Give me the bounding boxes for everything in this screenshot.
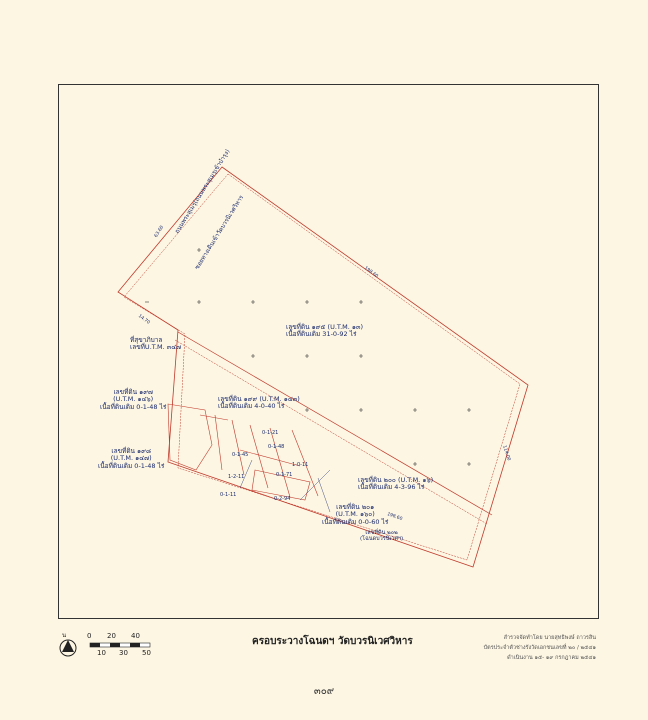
plot-area: (U.T.M. ๑๔๖) [113, 395, 154, 404]
small-plot-label: 0-2-94 [274, 496, 291, 502]
internal-boundary-line [177, 331, 493, 516]
plot-extra: เนื้อที่ดินเดิม 0-0-60 ไร่ [322, 517, 389, 526]
north-arrow-icon [59, 639, 77, 657]
plot-extra: เนื้อที่ดินเดิม 0-1-48 ไร่ [98, 461, 165, 470]
scale-tick: 0 [87, 632, 92, 640]
credit-line: บัตรประจำตัวช่างรังวัดเอกชนเลขที่ ๒๐ / ๒… [483, 644, 596, 651]
plot-extra: เนื้อที่ดินเดิม 0-1-48 ไร่ [100, 402, 167, 411]
plot-title: ที่สุขาภิบาล [130, 336, 163, 344]
scale-tick: 50 [142, 649, 151, 657]
plot-label-p2: เลขที่ดิน ๑๙๗ (U.T.M. ๑๔๖) เนื้อที่ดินเด… [100, 388, 167, 411]
leader-lines [239, 459, 331, 513]
scale-tick: 30 [119, 649, 128, 657]
inner-parcel-outline [123, 173, 521, 561]
small-plot-label: 0-1-11 [220, 492, 237, 498]
plot-label-p5: เลขที่ดิน ๒๐๐ (U.T.M. ๑๖) เนื้อที่ดินเดิ… [358, 476, 434, 492]
internal-boundary-line-2 [174, 339, 488, 525]
scale-tick: 40 [131, 632, 140, 640]
plot-label-p3: เลขที่ดิน ๑๙๘ (U.T.M. ๑๔๗) เนื้อที่ดินเด… [98, 447, 165, 470]
plot-area: เนื้อที่ดินเดิม 4-0-40 ไร่ [218, 402, 285, 411]
plot-area: เลขที่U.T.M. ๓๔๗ [130, 343, 182, 352]
plot-title: เลขที่ดิน ๒๐๒ [365, 530, 398, 536]
small-plot-label: 0-1-21 [262, 430, 279, 436]
sub-parcel-lines [167, 403, 319, 501]
small-plot-label: 1-0-11 [292, 462, 309, 468]
plot-label-main: เลขที่ดิน ๑๙๕ (U.T.M. ๑๓) เนื้อที่ดินเดิ… [286, 323, 364, 339]
page-number: ๓๐๙ [313, 686, 335, 697]
survey-credit: สำรวจจัดทำโดย นายสุทธิพงษ์ ถาวรสิน บัตรป… [484, 634, 596, 664]
grid-crosses [145, 248, 471, 466]
plot-label-p6: เลขที่ดิน ๒๐๑ (U.T.M. ๑๖๐) เนื้อที่ดินเด… [322, 503, 389, 526]
plot-label-p7: เลขที่ดิน ๒๐๒ (โฉนดบวรนิเวศฯ) [360, 530, 403, 543]
small-plot-label: 0-1-48 [268, 444, 285, 450]
credit-line: ดำเนินงาน ๑๕- ๑๙ กรกฎาคม ๒๕๔๑ [507, 654, 596, 661]
plot-title: เลขที่ดิน ๑๙๗ [113, 388, 153, 396]
scale-bar [89, 642, 151, 648]
small-plot-label: 1-2-11 [228, 474, 245, 480]
small-plot-label: 0-1-45 [232, 452, 249, 458]
plot-title: เลขที่ดิน ๑๙๙ (U.T.M. ๑๔๓) [218, 395, 300, 403]
plot-title: เลขที่ดิน ๒๐๐ (U.T.M. ๑๖) [358, 476, 434, 484]
plot-label-landmark: ที่สุขาภิบาล เลขที่U.T.M. ๓๔๗ [130, 336, 182, 352]
main-parcel-outline [117, 166, 529, 568]
plot-area: (โฉนดบวรนิเวศฯ) [360, 536, 404, 543]
plot-label-p4: เลขที่ดิน ๑๙๙ (U.T.M. ๑๔๓) เนื้อที่ดินเด… [218, 395, 300, 411]
plot-area: (U.T.M. ๑๖๐) [335, 510, 375, 519]
plot-area: เนื้อที่ดินเดิม 4-3-96 ไร่ [358, 483, 425, 492]
map-title: ครอบระวางโฉนดฯ วัดบวรนิเวศวิหาร [252, 636, 413, 647]
small-plot-label: 0-1-71 [276, 472, 293, 478]
plot-title: เลขที่ดิน ๑๙๘ [111, 447, 151, 455]
north-label: น [62, 632, 67, 639]
plot-title: เลขที่ดิน ๒๐๑ [336, 503, 375, 511]
plot-area: (U.T.M. ๑๔๗) [110, 454, 152, 463]
map-frame [58, 84, 599, 619]
plot-title: เลขที่ดิน ๑๙๕ (U.T.M. ๑๓) [286, 323, 364, 331]
plot-area: เนื้อที่ดินเดิม 31-0-92 ไร่ [286, 330, 357, 339]
scale-tick: 20 [107, 632, 116, 640]
scale-tick: 10 [97, 649, 106, 657]
credit-line: สำรวจจัดทำโดย นายสุทธิพงษ์ ถาวรสิน [503, 635, 596, 641]
